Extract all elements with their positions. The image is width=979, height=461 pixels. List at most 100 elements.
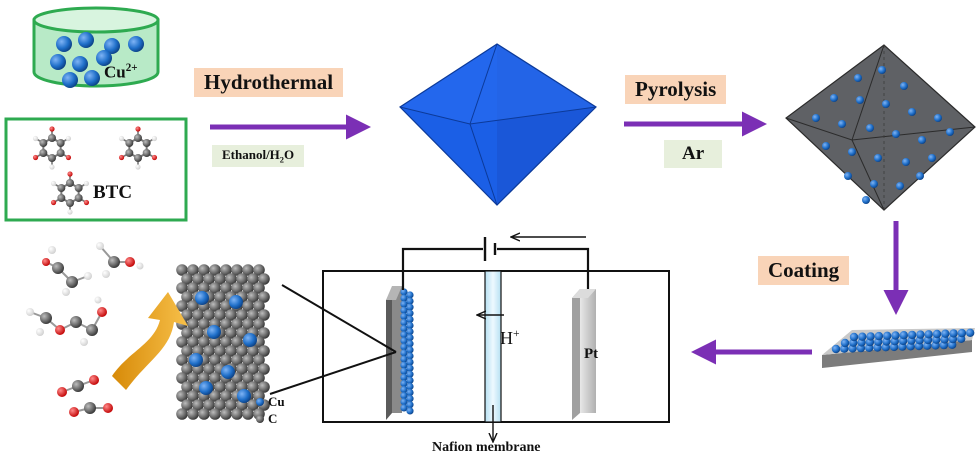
- cu-particle: [878, 66, 886, 74]
- carbon-atom: [214, 399, 226, 411]
- carbon-atom: [142, 139, 151, 147]
- oxygen-atom: [89, 375, 99, 385]
- carbon-atom: [134, 154, 142, 162]
- cu-particle: [966, 328, 975, 337]
- cu-particle: [400, 398, 408, 406]
- cu-particle: [870, 180, 878, 188]
- cu-particle: [916, 330, 925, 339]
- circuit-wire: [497, 247, 590, 289]
- cu-particle: [406, 382, 414, 391]
- btc-molecule-icon: [32, 126, 158, 215]
- carbon-atom: [247, 381, 259, 393]
- pt-label: Pt: [584, 346, 599, 362]
- carbon-atom: [258, 363, 270, 375]
- legend-c-dot: [256, 415, 264, 423]
- cu-particle: [400, 404, 408, 412]
- solvent-text-end: O: [284, 147, 295, 162]
- carbon-atom: [181, 309, 193, 321]
- carbon-atom: [225, 327, 237, 339]
- zoom-line: [281, 284, 397, 353]
- cu-ion-cluster: [50, 32, 144, 88]
- carbon-atom: [57, 184, 66, 192]
- carbon-atom: [209, 336, 221, 348]
- carbon-atom: [181, 273, 193, 285]
- carbon-atom: [253, 300, 265, 312]
- carbon-atom: [242, 264, 254, 276]
- cu-particle: [844, 172, 852, 180]
- cu-particle: [874, 154, 882, 162]
- carbon-atom: [203, 309, 215, 321]
- octahedron-icon: [399, 43, 597, 206]
- cu-particle: [883, 331, 892, 340]
- hydrogen-atom: [84, 272, 92, 280]
- cu-particle: [400, 386, 408, 394]
- carbon-atom: [198, 408, 210, 420]
- solvent-text: Ethanol/H: [222, 147, 280, 162]
- hydrogen-atom: [135, 164, 141, 170]
- carbon-atom: [176, 264, 188, 276]
- carbon-atom: [242, 372, 254, 384]
- carbon-atom: [220, 264, 232, 276]
- cu-particle: [924, 330, 933, 339]
- cu-particle: [856, 96, 864, 104]
- carbon-atom: [209, 354, 221, 366]
- carbon-atom: [253, 282, 265, 294]
- carbon-atom: [72, 380, 84, 392]
- cu-particle: [957, 328, 967, 338]
- carbon-atom: [225, 399, 237, 411]
- carbon-atom: [220, 408, 232, 420]
- oxygen-atom: [65, 154, 72, 161]
- circuit-wire: [401, 247, 483, 290]
- membrane-label: Nafion membrane: [432, 440, 541, 455]
- carbon-atom: [192, 309, 204, 321]
- carbon-atom: [176, 408, 188, 420]
- cu-particle: [406, 340, 414, 348]
- carbon-atom: [181, 363, 193, 375]
- carbon-atom: [125, 139, 134, 147]
- carbon-atom: [242, 282, 254, 294]
- nafion-membrane: [484, 270, 502, 423]
- oxygen-atom: [103, 403, 113, 413]
- cu-particle: [854, 74, 862, 82]
- cu-particle: [400, 312, 408, 320]
- legend-cu-dot: [256, 398, 264, 406]
- carbon-atom: [66, 179, 74, 187]
- cu-particle: [406, 303, 414, 311]
- carbon-atom: [48, 154, 56, 162]
- hydrogen-atom: [62, 288, 70, 296]
- cu-particle: [830, 94, 838, 102]
- carbon-atom: [209, 282, 221, 294]
- cu-particle-cluster: [812, 66, 954, 204]
- cu-ion: [104, 38, 120, 54]
- cu-particle: [406, 346, 414, 354]
- carbon-atom: [181, 399, 193, 411]
- carbon-atom: [187, 372, 199, 384]
- carbon-atom: [181, 291, 193, 303]
- carbon-atom: [242, 408, 254, 420]
- carbon-atom: [220, 390, 232, 402]
- hydrogen-atom: [118, 135, 125, 142]
- carbon-atom: [203, 273, 215, 285]
- cu-particle: [899, 331, 908, 340]
- cu-particle: [932, 329, 942, 339]
- solvent-subscript: 2: [279, 154, 285, 165]
- cu-particle: [866, 124, 874, 132]
- carbon-atom: [225, 273, 237, 285]
- proton-label: H+: [500, 327, 520, 349]
- carbon-atom: [66, 276, 78, 288]
- cu-particle: [891, 331, 900, 340]
- carbon-atom: [198, 264, 210, 276]
- cu-ion: [96, 50, 112, 66]
- cu-ion: [84, 70, 100, 86]
- cu-particle: [907, 330, 917, 340]
- cu-particle: [862, 196, 870, 204]
- reaction-arrow: [112, 292, 188, 390]
- carbon-atom: [247, 363, 259, 375]
- carbon-atom: [225, 381, 237, 393]
- cu-particle: [900, 82, 908, 90]
- carbon-atom: [220, 336, 232, 348]
- carbon-atom: [176, 390, 188, 402]
- cu-particle: [934, 114, 942, 122]
- carbon-atom: [203, 345, 215, 357]
